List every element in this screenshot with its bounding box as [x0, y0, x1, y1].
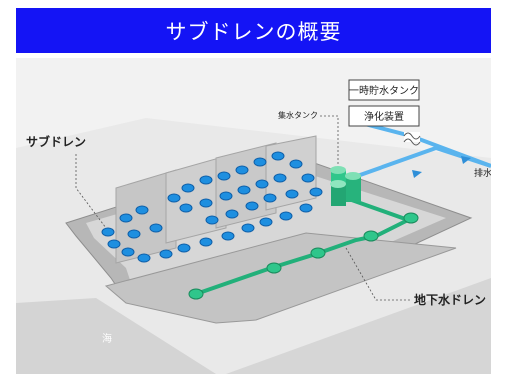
tank-body	[346, 176, 361, 202]
subdrain-label: サブドレン	[26, 134, 86, 149]
subdrain-well	[177, 243, 191, 253]
tank-top	[330, 166, 346, 174]
subdrain-well	[253, 157, 267, 167]
subdrain-well	[279, 211, 293, 221]
diagram-title: サブドレンの概要	[16, 8, 491, 53]
subdrain-well	[199, 237, 213, 247]
collection-tank-leader	[320, 115, 339, 166]
flow-arrow-2	[461, 156, 471, 164]
coastal-road	[226, 278, 491, 374]
subdrain-well	[259, 217, 273, 227]
subdrain-well	[273, 173, 287, 183]
subdrain-well	[219, 191, 233, 201]
subdrain-well	[245, 201, 259, 211]
subdrain-well	[271, 151, 285, 161]
subdrain-well	[299, 203, 313, 213]
subdrain-well	[199, 175, 213, 185]
subdrain-well	[135, 205, 149, 215]
sea-label: 海	[102, 332, 112, 345]
subdrain-well	[255, 179, 269, 189]
drain-well	[310, 247, 326, 259]
drain-well	[403, 212, 419, 224]
subdrain-well	[289, 159, 303, 169]
subdrain-well	[285, 189, 299, 199]
sea-area	[16, 298, 216, 374]
subdrain-well	[167, 193, 181, 203]
subdrain-leader	[75, 154, 107, 229]
building-1	[115, 169, 177, 264]
subdrain-well	[119, 213, 133, 223]
subdrain-well	[221, 231, 235, 241]
collection-tanks	[330, 166, 361, 206]
subdrain-well	[263, 193, 277, 203]
subdrain-well	[121, 247, 135, 257]
break-mark	[404, 132, 420, 142]
subdrain-well	[235, 165, 249, 175]
break-mark-lines	[403, 132, 421, 146]
subdrain-well	[241, 223, 255, 233]
drain-well	[363, 230, 379, 242]
subdrain-well	[101, 227, 115, 237]
subdrain-well	[199, 198, 213, 208]
groundwater-drain-leader	[345, 247, 412, 301]
drain-well	[188, 288, 204, 300]
subdrain-well	[217, 171, 231, 181]
subdrain-well	[225, 209, 239, 219]
tank-top	[330, 180, 346, 188]
flow-arrow-1	[412, 170, 422, 178]
tank-top	[345, 172, 361, 180]
subdrain-well	[181, 183, 195, 193]
groundwater-drain-label: 地下水ドレン	[414, 292, 486, 307]
tank-body	[331, 184, 346, 206]
subdrain-well	[309, 187, 323, 197]
purification-device-label: 浄化装置	[364, 110, 404, 123]
purification-device-box	[348, 105, 420, 127]
subdrain-well	[179, 203, 193, 213]
temp-storage-tank-label: 一時貯水タンク	[349, 85, 419, 97]
subdrain-overview-diagram: 一時貯水タンク 浄化装置 集水タンク サブドレン 排水 地下水ドレン 海	[16, 58, 491, 374]
subdrain-well	[149, 223, 163, 233]
subdrain-well	[237, 185, 251, 195]
subdrain-well	[127, 229, 141, 239]
groundwater-drain-wells	[188, 212, 419, 300]
subdrain-wells	[101, 151, 323, 263]
subdrain-well	[159, 249, 173, 259]
subdrain-well	[205, 215, 219, 225]
lower-wall	[104, 232, 457, 324]
drain-well	[266, 262, 282, 274]
collection-tank-label: 集水タンク	[278, 110, 318, 120]
subdrain-well	[137, 253, 151, 263]
subdrain-well	[301, 173, 315, 183]
temp-storage-tank-box	[348, 79, 420, 101]
discharge-label: 排水	[474, 167, 491, 179]
subdrain-well	[107, 239, 121, 249]
